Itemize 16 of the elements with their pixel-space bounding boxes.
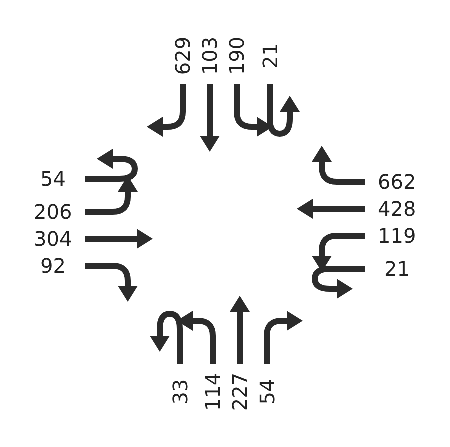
volume-count: 662 xyxy=(378,171,416,193)
volume-count: 227 xyxy=(229,372,252,412)
volume-count: 428 xyxy=(378,198,416,220)
volume-count: 114 xyxy=(202,372,224,412)
volume-count: 54 xyxy=(256,379,278,405)
volume-count: 21 xyxy=(384,258,410,280)
volume-count: 304 xyxy=(34,228,72,250)
volume-count: 119 xyxy=(378,225,416,247)
volume-count: 54 xyxy=(40,168,66,190)
volume-count: 33 xyxy=(169,379,192,405)
volume-count: 206 xyxy=(34,201,72,223)
volume-count: 103 xyxy=(199,36,222,76)
volume-count: 21 xyxy=(259,43,282,69)
volume-count: 92 xyxy=(40,255,66,277)
volume-count: 190 xyxy=(226,36,248,76)
volume-count: 629 xyxy=(172,36,194,76)
